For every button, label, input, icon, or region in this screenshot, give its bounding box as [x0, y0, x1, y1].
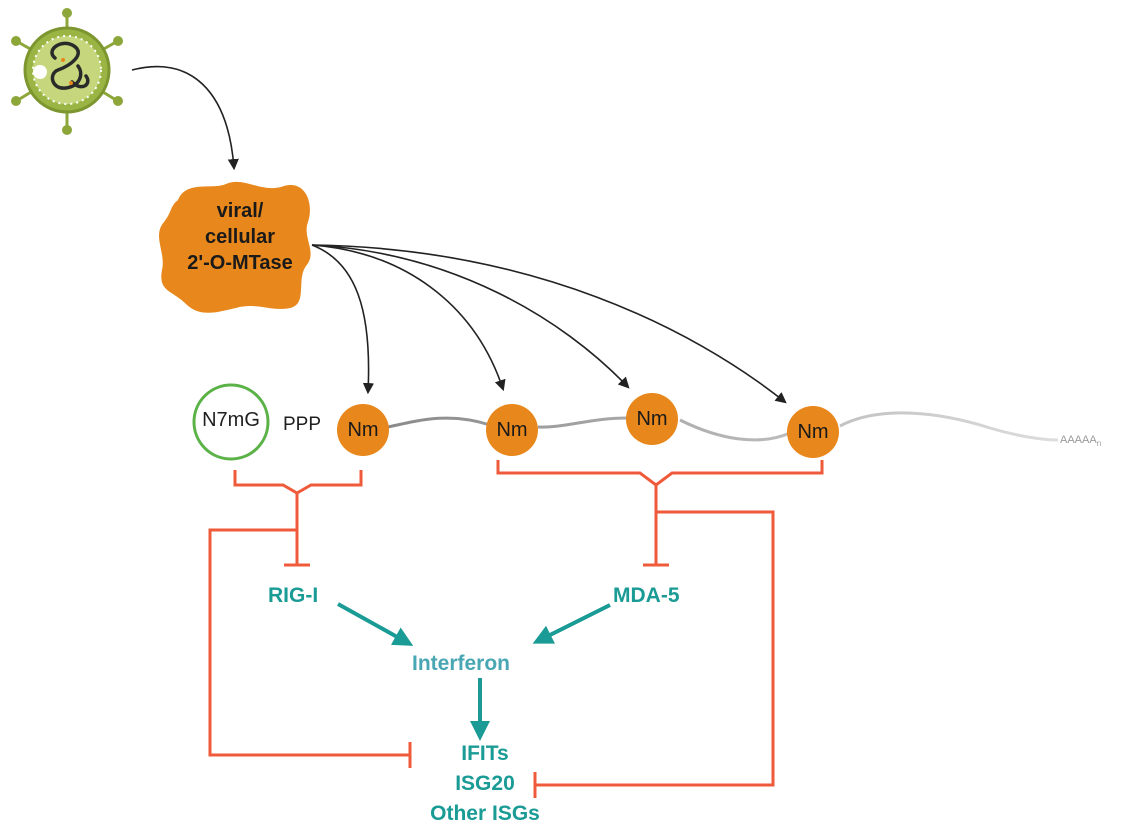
internal-bracket [496, 460, 824, 487]
enzyme-line-1: viral/ [216, 200, 264, 222]
mda5-to-ifn-arrow [532, 603, 611, 644]
enzyme-line-3: 2'-O-MTase [187, 252, 293, 274]
enzyme-to-nm4-arrow [311, 244, 787, 404]
cap-to-ifits-inhibit [208, 528, 410, 757]
virus-to-enzyme-arrow [131, 65, 239, 171]
enzyme-to-nm3-arrow [311, 244, 630, 389]
rigi-to-ifn-arrow [337, 602, 414, 646]
isg-other-label: Other ISGs [430, 802, 540, 825]
rig-i-label: RIG-I [268, 584, 319, 607]
nm-label: Nm [496, 418, 528, 441]
nm-label: Nm [347, 418, 379, 441]
isg-isg20-label: ISG20 [455, 772, 515, 795]
enzyme-to-nm1-arrow [311, 244, 375, 395]
triphosphate-label: PPP [283, 414, 322, 435]
cap-bracket [233, 470, 363, 495]
mda-5-label: MDA-5 [613, 584, 680, 607]
nm-label: Nm [636, 407, 668, 430]
enzyme-line-2: cellular [204, 226, 276, 248]
cap-label: N7mG [202, 409, 260, 431]
rna-strand [387, 411, 1059, 442]
nm-node-3: Nm [626, 393, 678, 445]
interferon-label: Interferon [412, 652, 511, 675]
nm-node-2: Nm [486, 404, 538, 456]
enzyme-blob [159, 181, 311, 313]
enzyme-to-nm2-arrow [311, 244, 506, 392]
nm-node-1: Nm [337, 404, 389, 456]
virus-icon [11, 8, 123, 135]
nm-node-4: Nm [787, 406, 839, 458]
isg-ifits-label: IFITs [461, 742, 509, 765]
nm-label: Nm [797, 420, 829, 443]
cap-circle [192, 383, 270, 461]
enzyme-label: viral/ cellular 2'-O-MTase [170, 198, 310, 276]
polya-tail-label: AAAAAn [1060, 434, 1102, 449]
int-to-isg20-inhibit [535, 510, 775, 787]
